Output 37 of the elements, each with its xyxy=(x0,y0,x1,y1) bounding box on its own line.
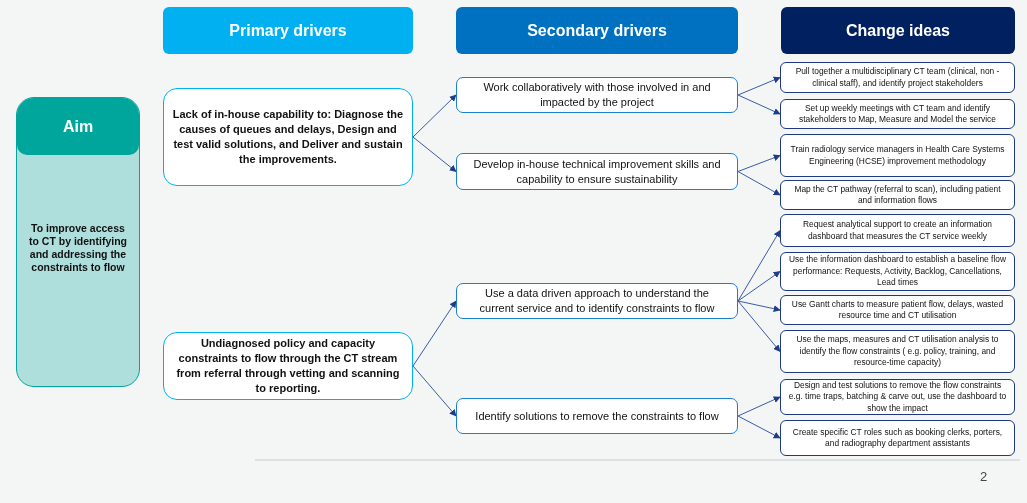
arrow xyxy=(412,365,457,417)
arrow xyxy=(737,396,781,417)
aim-text: To improve access to CT by identifying and addressing the constraints to flow xyxy=(28,222,128,274)
change-idea-box: Train radiology service managers in Health Care Systems Engineering (HCSE) improvement methodology xyxy=(780,134,1015,177)
change-idea-box: Use Gantt charts to measure patient flow, delays, wasted resource time and CT utilisation xyxy=(780,295,1015,325)
primary-driver-box: Lack of in-house capability to: Diagnose the causes of queues and delays, Design and test valid solutions, and Deliver and sustain the improvements. xyxy=(163,88,413,186)
change-idea-box: Map the CT pathway (referral to scan), including patient and information flows xyxy=(780,180,1015,210)
secondary-driver-box: Identify solutions to remove the constraints to flow xyxy=(456,398,738,434)
arrow xyxy=(737,171,781,196)
arrow xyxy=(737,94,781,115)
page-number: 2 xyxy=(980,469,988,484)
change-idea-box: Use the information dashboard to establish a baseline flow performance: Requests, Activity, Backlog, Cancellations, Lead times xyxy=(780,252,1015,291)
arrow xyxy=(737,154,781,172)
arrow xyxy=(737,300,781,353)
arrow xyxy=(737,300,781,313)
aim-heading: Aim xyxy=(17,98,139,155)
primary-driver-box: Undiagnosed policy and capacity constraints to flow through the CT stream from referral through vetting and scanning to reporting. xyxy=(163,332,413,400)
change-idea-box: Request analytical support to create an information dashboard that measures the CT service weekly xyxy=(780,214,1015,247)
secondary-driver-box: Use a data driven approach to understand the current service and to identify constraints to flow xyxy=(456,283,738,319)
column-header: Primary drivers xyxy=(163,7,413,54)
arrow xyxy=(412,94,457,138)
change-idea-box: Use the maps, measures and CT utilisation analysis to identify the flow constraints ( e.g. policy, training, and resource-time capacity) xyxy=(780,330,1015,373)
arrow xyxy=(737,415,781,439)
column-header: Change ideas xyxy=(781,7,1015,54)
arrow xyxy=(737,229,781,302)
change-idea-box: Set up weekly meetings with CT team and identify stakeholders to Map, Measure and Model the service xyxy=(780,99,1015,129)
arrow xyxy=(737,271,781,302)
secondary-driver-box: Develop in-house technical improvement skills and capability to ensure sustainability xyxy=(456,153,738,190)
aim-box xyxy=(16,97,140,387)
arrow xyxy=(737,76,781,96)
arrow xyxy=(412,300,457,367)
change-idea-box: Create specific CT roles such as booking clerks, porters, and radiography department assistants xyxy=(780,420,1015,456)
arrow xyxy=(412,136,457,172)
secondary-driver-box: Work collaboratively with those involved in and impacted by the project xyxy=(456,77,738,113)
change-idea-box: Design and test solutions to remove the flow constraints e.g. time traps, batching & carve out, use the dashboard to show the impact xyxy=(780,379,1015,415)
change-idea-box: Pull together a multidisciplinary CT team (clinical, non - clinical staff), and identify project stakeholders xyxy=(780,62,1015,93)
column-header: Secondary drivers xyxy=(456,7,738,54)
